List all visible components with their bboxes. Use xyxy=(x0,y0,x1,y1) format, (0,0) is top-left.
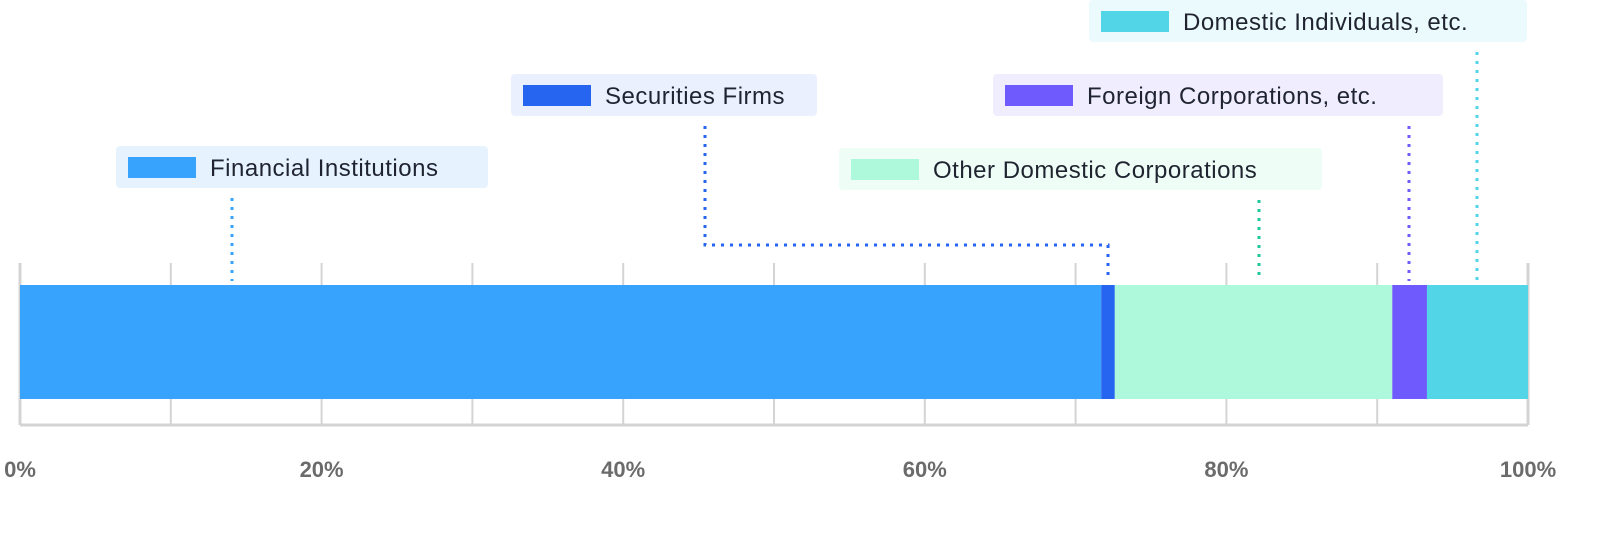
tick-label: 40% xyxy=(601,457,645,482)
bar-segment xyxy=(1392,285,1427,399)
tick-label: 60% xyxy=(903,457,947,482)
stacked-bar xyxy=(20,285,1528,399)
bar-segment xyxy=(1426,285,1528,399)
legend-label: Foreign Corporations, etc. xyxy=(1087,83,1377,110)
tick-label: 0% xyxy=(4,457,36,482)
legend-label: Domestic Individuals, etc. xyxy=(1183,9,1468,36)
tick-label: 80% xyxy=(1204,457,1248,482)
legend-label: Securities Firms xyxy=(605,83,785,110)
legend-item: Foreign Corporations, etc. xyxy=(993,74,1443,116)
tick-label: 100% xyxy=(1500,457,1556,482)
bar-segment xyxy=(1101,285,1115,399)
legend-item: Securities Firms xyxy=(511,74,817,116)
legend-label: Other Domestic Corporations xyxy=(933,157,1257,184)
legend-box xyxy=(1089,0,1527,42)
bar-segment xyxy=(1114,285,1393,399)
legend: Financial Institutions Securities FirmsOt… xyxy=(116,0,1527,190)
legend-swatch xyxy=(128,157,196,178)
legend-box xyxy=(993,74,1443,116)
legend-item: Other Domestic Corporations xyxy=(839,148,1322,190)
legend-label: Financial Institutions xyxy=(210,155,438,182)
leader-line xyxy=(703,126,1110,281)
legend-swatch xyxy=(1101,11,1169,32)
legend-item: Financial Institutions xyxy=(116,146,488,188)
legend-swatch xyxy=(1005,85,1073,106)
x-axis: 0% 20% 40% 60% 80% 100% xyxy=(4,457,1556,482)
leader-lines xyxy=(230,52,1479,281)
tick-label: 20% xyxy=(300,457,344,482)
legend-swatch xyxy=(851,159,919,180)
bar-segment xyxy=(20,285,1102,399)
legend-swatch xyxy=(523,85,591,106)
legend-box xyxy=(116,146,488,188)
legend-box xyxy=(839,148,1322,190)
legend-item: Domestic Individuals, etc. xyxy=(1089,0,1527,42)
